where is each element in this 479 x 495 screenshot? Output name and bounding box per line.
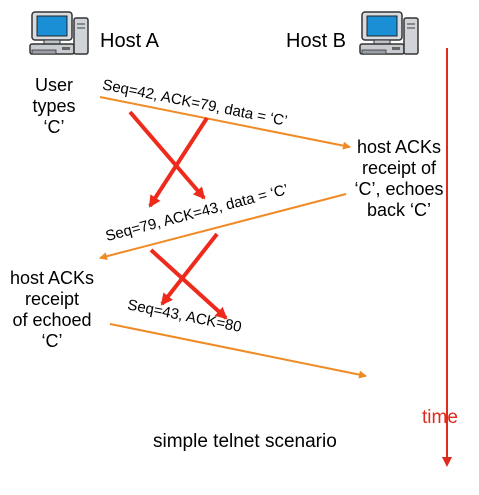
cross-arrow-1b xyxy=(148,116,209,208)
cross-arrow-2b xyxy=(160,232,219,306)
host-b-computer-icon xyxy=(359,11,419,55)
cross-arrow-2a xyxy=(149,248,228,320)
time-label: time xyxy=(422,407,458,428)
host-b-label: Host B xyxy=(286,30,347,52)
host-a-computer-icon xyxy=(29,11,89,55)
host-a-label: Host A xyxy=(100,30,159,52)
diagram-caption: simple telnet scenario xyxy=(153,431,337,452)
host-a-acks-note: host ACKs receipt of echoed ‘C’ xyxy=(9,268,95,351)
cross-arrow-1a xyxy=(128,110,206,200)
segment-1-arrow xyxy=(99,96,351,150)
segment-2-arrow xyxy=(99,193,347,261)
segment-3-arrow xyxy=(109,323,367,379)
host-b-acks-note: host ACKs receipt of ‘C’, echoes back ‘C… xyxy=(354,137,444,220)
user-types-note: User types ‘C’ xyxy=(32,75,76,137)
